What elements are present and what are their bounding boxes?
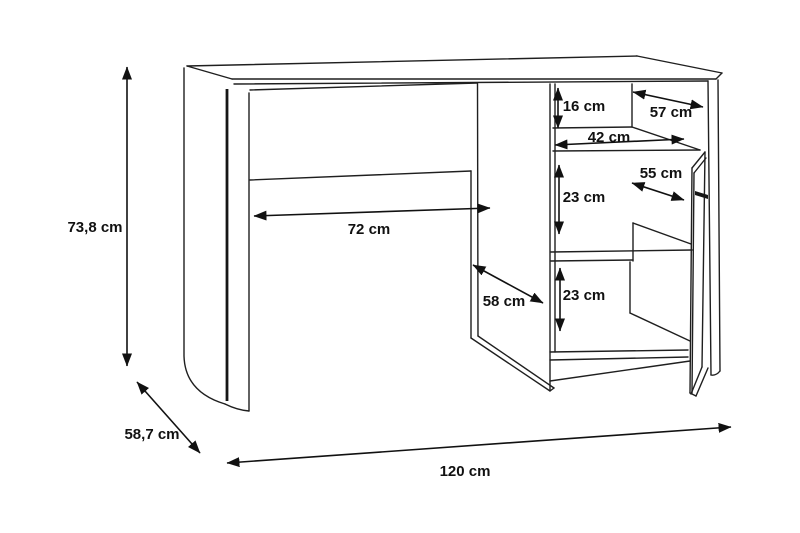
height-label: 73,8 cm <box>67 219 122 236</box>
dimension-arrows <box>122 66 732 468</box>
middle-compartment-depth-label: 55 cm <box>640 165 683 182</box>
bottom-compartment-rear-diagonal <box>629 312 691 342</box>
knee-space-width-label: 72 cm <box>348 221 391 238</box>
partition-foot-edge-2 <box>477 335 555 389</box>
door-foot-diagonal-2 <box>695 367 709 397</box>
shelf1-rear-edge <box>552 126 633 129</box>
door-top-edge <box>691 151 706 169</box>
middle-compartment-height-label: 23 cm <box>563 189 606 206</box>
right-panel-bottom-edge <box>710 370 721 376</box>
depth-arrow <box>136 381 201 454</box>
shelf1-front-edge <box>552 149 701 152</box>
drawer-top-edge <box>249 82 478 91</box>
desktop-right-edge <box>636 55 723 74</box>
left-panel-bottom-edge <box>224 403 250 412</box>
side-depth-label: 58 cm <box>483 293 526 310</box>
door-top-inner-edge <box>693 157 707 174</box>
partition-foot-edge-1 <box>470 337 551 392</box>
middle-compartment-depth-arrow <box>631 182 685 201</box>
cabinet-door <box>689 151 709 397</box>
left-panel-outer-edge <box>183 67 226 405</box>
partition-foot-bottom <box>549 387 555 392</box>
desktop-right-face <box>715 72 723 80</box>
cabinet-left-wall <box>549 83 556 391</box>
width-label: 120 cm <box>440 463 491 480</box>
door-back-edge <box>701 151 706 368</box>
right-panel-front-edge <box>707 80 712 376</box>
drawer-bottom-edge <box>249 170 472 181</box>
bottom-board-front-edge <box>549 356 689 361</box>
top-compartment-depth-label: 57 cm <box>650 104 693 121</box>
top-compartment-depth-arrow <box>632 89 704 110</box>
door-foot-bottom <box>689 392 697 397</box>
shelf2-front-edge <box>550 259 634 262</box>
knee-space-arrow <box>253 203 491 221</box>
drawer-right-edge <box>476 82 479 337</box>
desktop <box>186 55 723 85</box>
bottom-board-top-edge <box>549 349 689 353</box>
left-side-panel <box>183 67 250 412</box>
dimension-labels: 73,8 cm 58,7 cm 120 cm 72 cm 16 cm 57 cm… <box>67 98 692 480</box>
bottom-rail-edge <box>549 360 691 382</box>
middle-compartment-rear-diagonal <box>632 222 692 245</box>
width-arrow <box>226 422 732 468</box>
desktop-left-bevel <box>186 65 233 80</box>
door-front-edge <box>689 167 693 394</box>
shelf1-rear-diagonal <box>631 126 701 151</box>
door-front-inner-edge <box>691 172 695 394</box>
center-partition <box>470 170 555 392</box>
door-handle <box>695 191 708 199</box>
bottom-compartment-height-label: 23 cm <box>563 287 606 304</box>
side-depth-arrow <box>472 264 544 304</box>
shelf-width-arrow <box>554 134 685 150</box>
right-panel-outer-edge <box>717 79 721 372</box>
door-foot-diagonal-1 <box>690 366 703 395</box>
shelf-width-label: 42 cm <box>588 129 631 146</box>
desk-drawing <box>183 55 723 412</box>
depth-label: 58,7 cm <box>124 426 179 443</box>
shelf2-top-edge <box>550 249 693 253</box>
top-compartment-height-label: 16 cm <box>563 98 606 115</box>
desktop-back-edge <box>186 55 638 67</box>
right-side-panel <box>707 79 721 376</box>
